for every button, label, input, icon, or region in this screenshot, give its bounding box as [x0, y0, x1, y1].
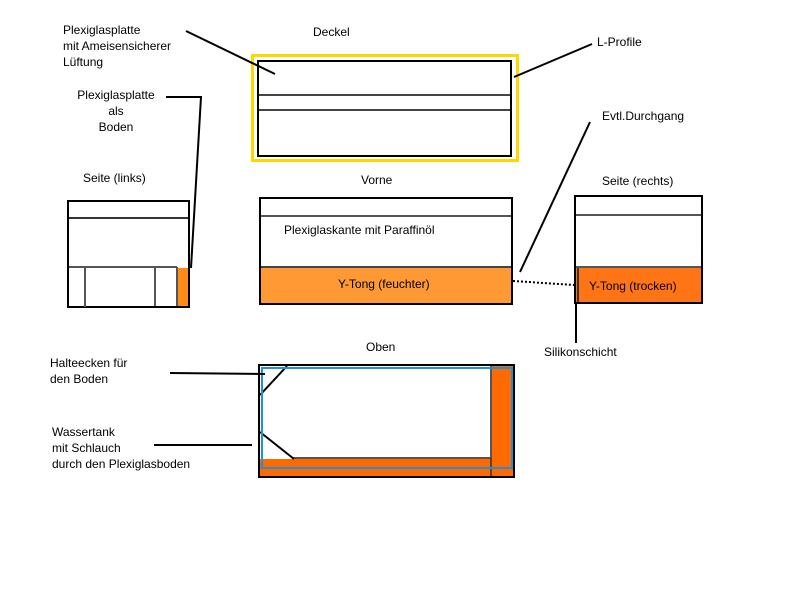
leader-lid-vent — [185, 30, 276, 75]
leader-l-profile — [513, 43, 593, 78]
annotation-silicone: Silikonschicht — [544, 345, 617, 359]
corner-bracket-bottom — [259, 431, 295, 460]
front-ytong-label: Y-Tong (feuchter) — [338, 277, 430, 291]
top-view — [258, 364, 515, 478]
right-side-ytong-block — [576, 267, 701, 302]
left-side-outline — [67, 200, 190, 308]
annotation-l-profile: L-Profile — [597, 35, 642, 49]
lid-view — [251, 54, 519, 162]
leader-passage — [519, 121, 591, 273]
water-tank-outline — [261, 367, 513, 469]
front-title: Vorne — [361, 173, 393, 187]
right-side-title: Seite (rechts) — [602, 174, 674, 188]
lid-outline — [257, 60, 512, 157]
annotation-corner-brackets: Halteecken für den Boden — [50, 356, 128, 386]
lid-title: Deckel — [313, 25, 350, 39]
leader-floor-plate — [166, 96, 203, 269]
front-view — [259, 197, 513, 305]
corner-bracket-top — [259, 365, 288, 396]
right-ytong-label: Y-Tong (trocken) — [589, 279, 677, 293]
annotation-passage: Evtl.Durchgang — [602, 109, 685, 123]
top-orange-right — [492, 366, 513, 476]
front-ytong-block — [261, 267, 511, 303]
front-paraffin-label: Plexiglaskante mit Paraffinöl — [284, 223, 435, 237]
passage-dotted — [512, 280, 575, 286]
annotation-water-tank: Wassertank mit Schlauch durch den Plexig… — [52, 425, 191, 471]
lid-highlight-frame — [251, 54, 519, 162]
leader-corner-brackets — [169, 372, 266, 375]
leader-lines — [154, 30, 593, 446]
right-side-view — [574, 195, 703, 304]
top-title: Oben — [366, 340, 396, 354]
left-side-view — [67, 200, 190, 308]
annotation-lid-vent: Plexiglasplatte mit Ameisensicherer Lüft… — [63, 23, 172, 69]
left-side-floor-strip — [178, 268, 188, 306]
annotation-floor-plate: Plexiglasplatte als Boden — [77, 88, 155, 134]
left-side-title: Seite (links) — [83, 171, 146, 185]
